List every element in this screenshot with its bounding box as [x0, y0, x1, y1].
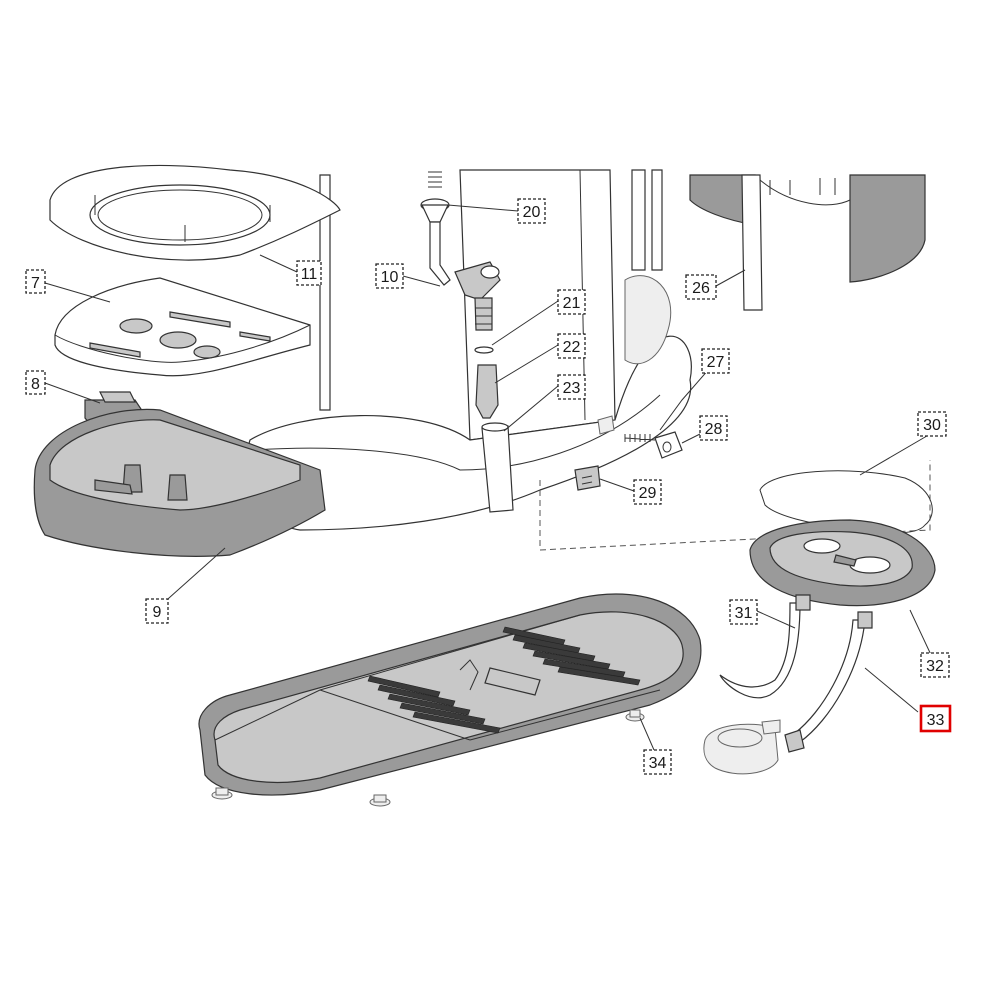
callout-8: 8 — [25, 370, 46, 395]
callout-20-label: 20 — [523, 204, 541, 221]
part-34-feet — [211, 709, 645, 807]
callout-9-label: 9 — [153, 604, 162, 621]
callout-26: 26 — [685, 274, 717, 300]
callout-23: 23 — [557, 374, 586, 400]
callout-7: 7 — [25, 269, 46, 294]
part-9-drip-tray — [33, 408, 326, 557]
callout-28: 28 — [699, 415, 728, 441]
callout-29: 29 — [633, 479, 662, 505]
callout-11: 11 — [296, 260, 322, 286]
callout-34: 34 — [643, 749, 672, 775]
callout-10-label: 10 — [381, 269, 399, 286]
callout-27: 27 — [701, 348, 730, 374]
callout-22-label: 22 — [563, 339, 581, 356]
foot-1 — [211, 787, 233, 800]
base-plate — [198, 593, 702, 796]
valve-assembly — [420, 171, 514, 513]
callout-8-label: 8 — [31, 376, 40, 393]
callout-21: 21 — [557, 289, 586, 315]
callout-11-label: 11 — [301, 266, 318, 283]
leader-lines — [44, 204, 933, 751]
callout-34-label: 34 — [649, 755, 667, 772]
callout-30: 30 — [917, 411, 947, 437]
callout-29-label: 29 — [639, 485, 657, 502]
callout-23-label: 23 — [563, 380, 581, 397]
callout-31-label: 31 — [735, 605, 753, 622]
part-32-valve-plate — [749, 519, 936, 607]
callout-21-label: 21 — [563, 295, 581, 312]
callout-32-label: 32 — [926, 658, 944, 675]
callout-20: 20 — [517, 198, 546, 224]
callout-28-label: 28 — [705, 421, 723, 438]
foot-2 — [369, 794, 391, 807]
callout-30-label: 30 — [923, 417, 941, 434]
callout-27-label: 27 — [707, 354, 725, 371]
foot-3 — [625, 709, 645, 722]
callout-26-label: 26 — [692, 280, 710, 297]
machine-body — [246, 169, 692, 531]
part-7-tray-cover — [54, 277, 311, 377]
callout-10: 10 — [375, 263, 404, 289]
callout-22: 22 — [557, 333, 586, 359]
callout-7-label: 7 — [31, 275, 40, 292]
small-parts — [539, 415, 931, 551]
part-11-top-ring — [49, 164, 341, 261]
vent-slots-upper — [502, 626, 641, 686]
callout-31: 31 — [729, 599, 758, 625]
part-26-water-tank — [689, 174, 926, 311]
tubes-and-sensor — [703, 594, 873, 775]
vent-slots-lower — [367, 675, 501, 734]
callout-32: 32 — [920, 652, 950, 678]
callout-33: 33 — [919, 704, 952, 733]
callout-33-label: 33 — [927, 712, 945, 729]
callout-9: 9 — [145, 598, 169, 624]
